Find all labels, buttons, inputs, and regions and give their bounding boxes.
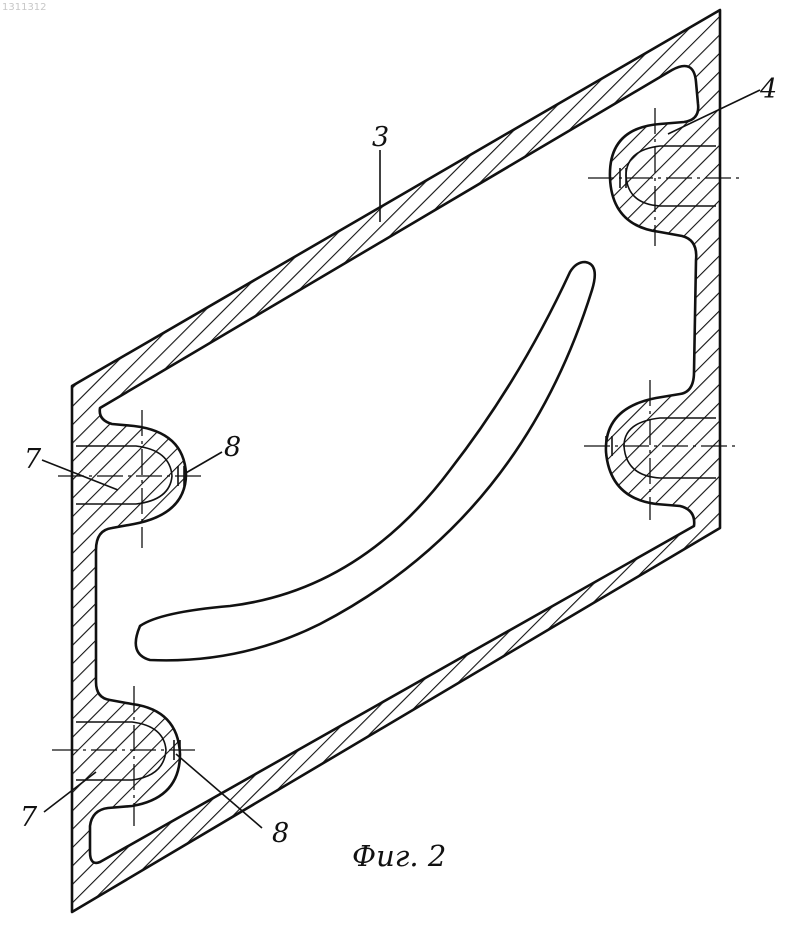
label-8-lower: 8 — [272, 818, 289, 849]
figure-caption: Фиг. 2 — [352, 839, 446, 873]
label-8-upper: 8 — [224, 432, 241, 463]
label-7-upper: 7 — [24, 444, 42, 475]
document-number: 1311312 — [2, 2, 47, 13]
label-7-lower: 7 — [20, 802, 38, 833]
label-4: 4 — [759, 74, 777, 105]
label-3: 3 — [372, 122, 389, 153]
